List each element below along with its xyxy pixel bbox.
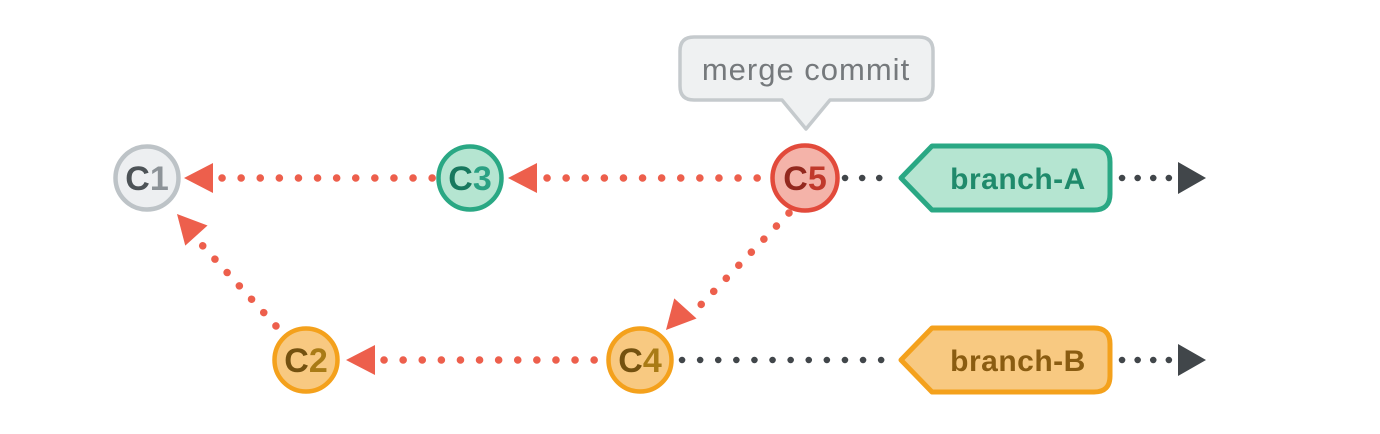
merge-commit-callout: merge commit <box>678 35 935 131</box>
arrowhead-into-c2 <box>346 345 375 375</box>
branch-b-tag: branch-B <box>898 325 1113 395</box>
branch-a-tag: branch-A <box>898 143 1113 213</box>
branch-a-tag-shape <box>898 143 1113 213</box>
merge-commit-callout-text: merge commit <box>702 52 910 87</box>
commit-c3-circle <box>436 144 504 212</box>
timeline-arrow-branch-b <box>1178 344 1206 376</box>
commit-c2-circle <box>272 326 340 394</box>
commit-c4-circle <box>606 326 674 394</box>
commit-c3-label: C3 <box>448 160 491 198</box>
arrowhead-into-c1-diagonal <box>177 214 208 246</box>
commit-node-c1: C1 <box>113 144 181 212</box>
commit-c2-label: C2 <box>284 342 327 380</box>
commit-c5-label: C5 <box>783 160 826 198</box>
commit-c5-circle <box>770 143 840 213</box>
merge-commit-callout-bubble <box>678 35 935 131</box>
arrowhead-into-c3 <box>508 163 537 193</box>
commit-c1-circle <box>113 144 181 212</box>
branch-b-tag-shape <box>898 325 1113 395</box>
branch-b-label: branch-B <box>950 345 1086 378</box>
commit-node-c3: C3 <box>436 144 504 212</box>
commit-node-c2: C2 <box>272 326 340 394</box>
commit-c4-label: C4 <box>618 342 662 380</box>
timeline-arrow-branch-a <box>1178 162 1206 194</box>
arrowhead-into-c4-diagonal <box>666 298 697 330</box>
edge-c5-to-c4-diagonal <box>688 209 793 318</box>
commit-c1-label: C1 <box>125 160 168 198</box>
branch-a-label: branch-A <box>950 163 1086 196</box>
commit-node-c4: C4 <box>606 326 674 394</box>
edge-c2-to-c1-diagonal <box>198 241 280 330</box>
commit-node-c5: C5 <box>770 143 840 213</box>
arrowhead-into-c1 <box>184 163 213 193</box>
